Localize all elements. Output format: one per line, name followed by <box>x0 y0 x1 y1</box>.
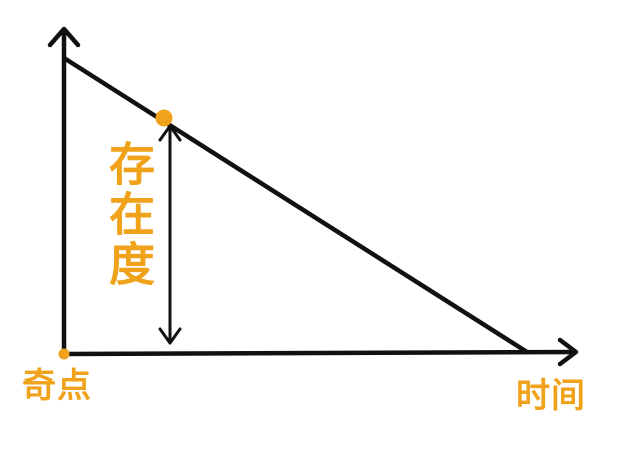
measure-label: 存在度 <box>102 140 156 290</box>
vertical-axis-arrowhead <box>47 26 81 48</box>
origin-label: 奇点 <box>22 366 92 406</box>
time-axis <box>61 349 578 357</box>
measure-arrow-top-head <box>158 124 182 142</box>
origin-point <box>58 348 70 360</box>
time-axis-arrowhead <box>557 337 579 367</box>
decline-line <box>61 55 530 355</box>
point-marker <box>155 109 173 127</box>
measure-arrow-bottom-head <box>158 327 182 345</box>
time-axis-label: 时间 <box>516 376 586 416</box>
